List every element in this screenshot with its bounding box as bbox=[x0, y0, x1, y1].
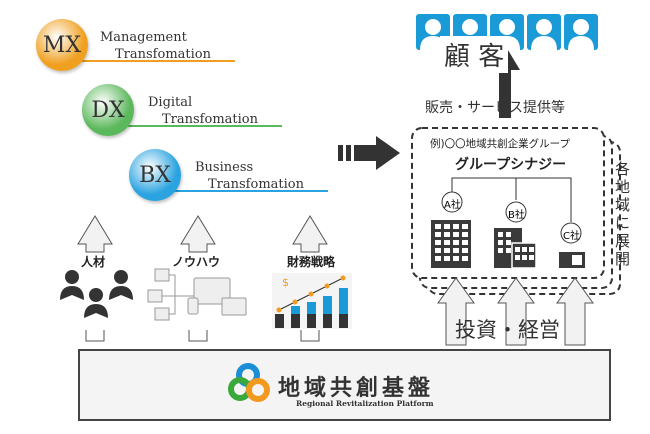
chart-bar-top bbox=[307, 302, 316, 314]
invest-label: 投資・経営 bbox=[455, 318, 560, 342]
chart-bar-base bbox=[323, 314, 332, 328]
right-arrow-icon bbox=[338, 136, 400, 170]
bx-badge: BX bbox=[129, 149, 181, 201]
chart-bar-base bbox=[275, 314, 284, 328]
invest-arrows bbox=[437, 277, 594, 346]
company-markers bbox=[441, 191, 582, 244]
chart-bar-top bbox=[291, 306, 300, 314]
resource-arrows bbox=[77, 215, 328, 342]
chart-bar-top bbox=[339, 288, 348, 314]
bar-chart-icon: $ bbox=[272, 273, 352, 329]
person-icon bbox=[564, 14, 598, 50]
chart-point bbox=[308, 291, 314, 297]
platform-logo-icon bbox=[228, 363, 270, 402]
dx-badge: DX bbox=[82, 84, 134, 136]
bx-abbr: BX bbox=[139, 162, 171, 188]
mx-badge: MX bbox=[36, 19, 88, 71]
svg-text:$: $ bbox=[282, 276, 289, 289]
resource-label-knowhow: ノウハウ bbox=[172, 255, 221, 269]
company-c: C社 bbox=[563, 231, 580, 242]
company-a: A社 bbox=[444, 200, 461, 211]
expand-label: 各地域に展開 bbox=[615, 160, 631, 268]
chart-bar-base bbox=[291, 314, 300, 328]
person-icon bbox=[527, 14, 561, 50]
sales-label: 販売・サービス提供等 bbox=[425, 100, 565, 116]
mx-underline bbox=[80, 60, 235, 62]
chart-point bbox=[292, 299, 298, 305]
customers-label: 顧 客 bbox=[440, 36, 509, 73]
dx-abbr: DX bbox=[91, 97, 125, 123]
resource-label-hr: 人材 bbox=[81, 255, 106, 269]
chart-point bbox=[276, 307, 282, 313]
platform-box bbox=[78, 349, 611, 421]
chart-point bbox=[324, 283, 330, 289]
mx-line2: Transfomation bbox=[115, 47, 211, 62]
platform-subtitle: Regional Revitalization Platform bbox=[296, 399, 434, 408]
chart-point bbox=[340, 275, 346, 281]
mx-line1: Management bbox=[100, 30, 187, 45]
chart-bar-base bbox=[307, 314, 316, 328]
dx-line2: Transfomation bbox=[162, 112, 258, 127]
mx-abbr: MX bbox=[42, 32, 82, 58]
person-icon bbox=[416, 14, 450, 50]
bx-underline bbox=[174, 190, 328, 192]
resource-label-finance: 財務戦略 bbox=[287, 255, 336, 269]
devices-icon bbox=[147, 268, 247, 321]
company-b: B社 bbox=[508, 210, 525, 221]
group-example: 例)〇〇地域共創企業グループ bbox=[430, 138, 570, 150]
bx-line1: Business bbox=[195, 160, 254, 175]
dx-underline bbox=[126, 125, 282, 127]
dx-line1: Digital bbox=[148, 95, 193, 110]
bx-line2: Transfomation bbox=[208, 177, 304, 192]
platform-title: 地域共創基盤 bbox=[278, 375, 435, 401]
chart-bar-base bbox=[339, 314, 348, 328]
people-icon bbox=[60, 270, 133, 318]
group-synergy: グループシナジー bbox=[455, 157, 567, 173]
chart-bar-top bbox=[323, 296, 332, 314]
